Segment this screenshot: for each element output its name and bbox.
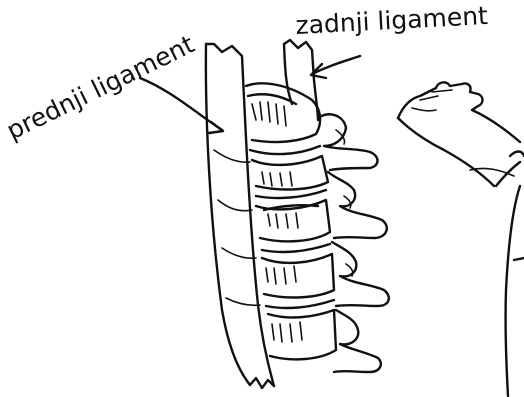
vertebral-processes	[318, 114, 389, 372]
anterior-ligament-band	[206, 44, 274, 388]
hand-illustration	[398, 82, 524, 396]
arrow-posterior	[311, 56, 360, 78]
vertebra-4	[262, 254, 334, 308]
label-anterior-ligament: prednji ligament	[2, 29, 199, 145]
arrow-anterior	[140, 78, 223, 133]
vertebra-3	[256, 200, 330, 252]
vertebra-1	[246, 83, 320, 154]
posterior-ligament-strip	[284, 40, 318, 120]
vertebra-2	[252, 156, 328, 198]
label-posterior-ligament: zadnji ligament	[295, 1, 489, 40]
vertebra-5	[268, 310, 336, 359]
